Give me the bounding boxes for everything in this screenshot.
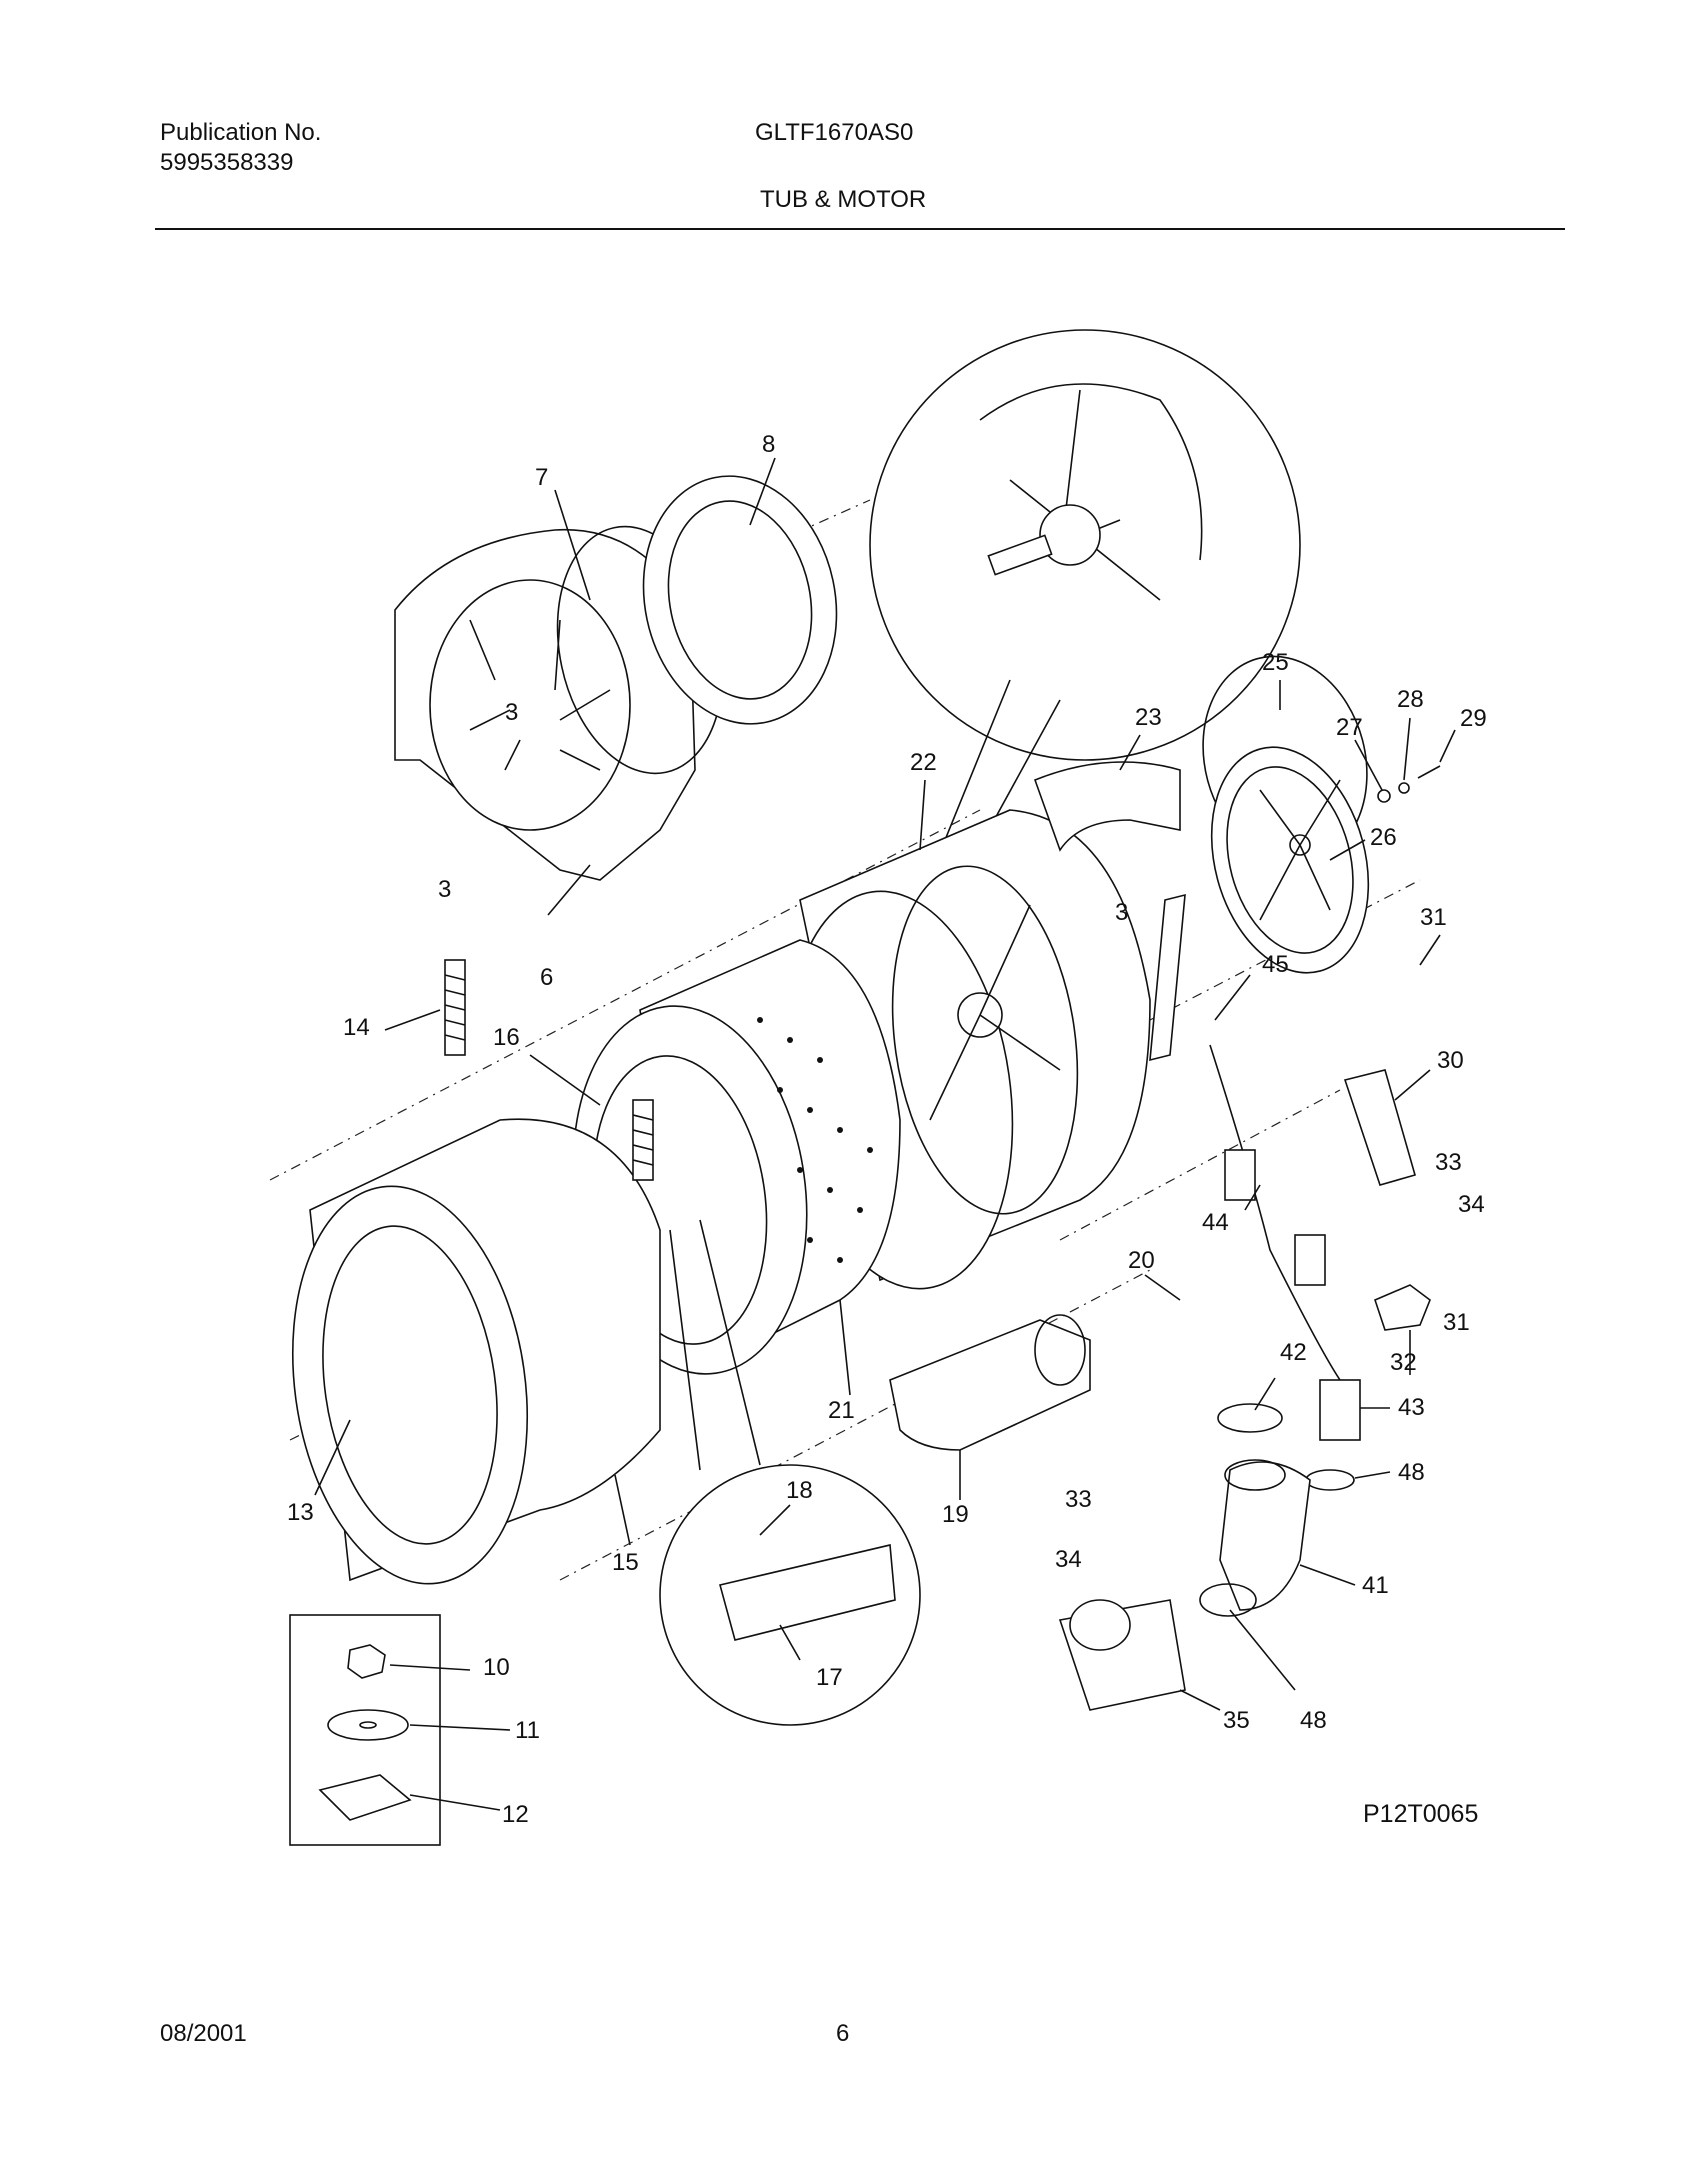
callout-34: 34 [1055, 1546, 1082, 1573]
callout-48: 48 [1300, 1707, 1327, 1734]
model-number: GLTF1670AS0 [755, 119, 914, 146]
callout-16: 16 [493, 1024, 520, 1051]
suspension-spring-inner [632, 1099, 654, 1181]
callout-18: 18 [786, 1477, 813, 1504]
callout-19: 19 [942, 1501, 969, 1528]
callout-28: 28 [1397, 686, 1424, 713]
drain-pump [1058, 1583, 1257, 1711]
footer-date: 08/2001 [160, 2020, 247, 2047]
callout-6: 6 [540, 964, 553, 991]
callout-26: 26 [1370, 824, 1397, 851]
hardware-inset [289, 1614, 441, 1846]
callout-42: 42 [1280, 1339, 1307, 1366]
callout-44: 44 [1202, 1209, 1229, 1236]
hose-clamp [1217, 1403, 1283, 1433]
air-dome [1319, 1379, 1361, 1441]
shock-absorber [1343, 1069, 1416, 1186]
callout-45: 45 [1262, 951, 1289, 978]
callout-8: 8 [762, 431, 775, 458]
publication-label: Publication No. [160, 119, 322, 146]
callout-13: 13 [287, 1499, 314, 1526]
front-counterweight [394, 528, 696, 881]
callout-3: 3 [438, 876, 451, 903]
callout-15: 15 [612, 1549, 639, 1576]
callout-labels: 3 3 3 3 6 7 8 10 11 12 13 14 15 16 17 18… [287, 431, 1487, 1828]
leader-lines [314, 457, 1456, 1811]
callout-32: 32 [1390, 1349, 1417, 1376]
front-tub [291, 1118, 661, 1585]
hose-clamp-small [1305, 1469, 1355, 1491]
callout-7: 7 [535, 464, 548, 491]
callout-14: 14 [343, 1014, 370, 1041]
callout-29: 29 [1460, 705, 1487, 732]
spider-detail-circle [869, 329, 1301, 1011]
header-rule [155, 228, 1565, 230]
publication-number: 5995358339 [160, 149, 294, 176]
pulley-hardware [1377, 765, 1441, 803]
callout-31: 31 [1443, 1309, 1470, 1336]
suspension-spring [444, 959, 466, 1056]
callout-11: 11 [515, 1717, 540, 1744]
callout-3: 3 [505, 699, 518, 726]
section-title: TUB & MOTOR [760, 186, 927, 213]
callout-27: 27 [1336, 714, 1363, 741]
callout-41: 41 [1362, 1572, 1389, 1599]
callout-10: 10 [483, 1654, 510, 1681]
diagram-reference-code: P12T0065 [1363, 1800, 1479, 1828]
shock-absorber-upper [1149, 893, 1186, 1062]
callout-33: 33 [1065, 1486, 1092, 1513]
wire-harness [1209, 1044, 1341, 1381]
drive-pulley [1210, 746, 1370, 974]
front-tub-cover [642, 475, 838, 725]
callout-17: 17 [816, 1664, 843, 1691]
callout-33: 33 [1435, 1149, 1462, 1176]
callout-31: 31 [1420, 904, 1447, 931]
callout-43: 43 [1398, 1394, 1425, 1421]
callout-12: 12 [502, 1801, 529, 1828]
callout-21: 21 [828, 1397, 855, 1424]
callout-3: 3 [1115, 899, 1128, 926]
callout-20: 20 [1128, 1247, 1155, 1274]
callout-34: 34 [1458, 1191, 1485, 1218]
mounting-bracket [1374, 1284, 1431, 1331]
rear-counterweight [1033, 761, 1181, 852]
drive-motor [889, 1314, 1091, 1451]
callout-22: 22 [910, 749, 937, 776]
callout-48: 48 [1398, 1459, 1425, 1486]
callout-35: 35 [1223, 1707, 1250, 1734]
callout-23: 23 [1135, 704, 1162, 731]
callout-25: 25 [1262, 649, 1289, 676]
callout-30: 30 [1437, 1047, 1464, 1074]
page-number: 6 [836, 2020, 850, 2047]
paddle-detail-circle [659, 1219, 921, 1726]
sump-hose [1219, 1459, 1311, 1611]
